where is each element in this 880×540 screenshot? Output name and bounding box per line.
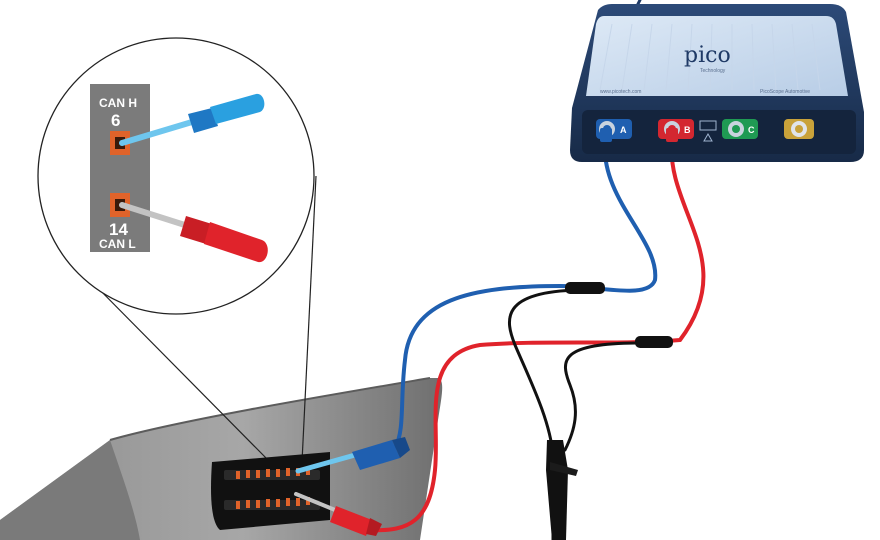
red-backprobe-at-connector [294, 492, 382, 536]
scope-left-print: www.picotech.com [600, 89, 641, 95]
red-probe-plug [666, 128, 678, 142]
scope-right-print: PicoScope Automotive [760, 89, 810, 95]
blue-probe-cable [393, 138, 658, 450]
ground-crocodile-clip [546, 440, 578, 540]
dashboard-panel [0, 377, 443, 540]
blue-probe-plug [600, 128, 612, 142]
channel-b-label: B [684, 125, 691, 135]
callout-leader-lines [87, 175, 317, 463]
channel-c-bnc-connector: C [722, 119, 758, 139]
blue-backprobe-at-connector [295, 437, 410, 474]
can-l-pin-number: 14 [109, 220, 128, 239]
black-ground-lead-a [508, 288, 580, 540]
warning-symbols [699, 120, 717, 142]
pico-logo-text: pico [684, 43, 731, 68]
red-cable-ferrule [635, 336, 673, 348]
picoscope-unit: pico Technology www.picotech.com PicoSco… [570, 4, 864, 162]
channel-c-label: C [748, 125, 755, 135]
blue-cable-ferrule [565, 282, 605, 294]
scope-cables [368, 0, 706, 540]
can-h-label: CAN H [99, 96, 137, 110]
can-h-pin-number: 6 [111, 111, 120, 130]
scope-panel-texture [599, 23, 821, 91]
connector-closeup-block [90, 84, 150, 252]
obd-connector [211, 452, 330, 530]
channel-a-label: A [620, 125, 627, 135]
can-l-label: CAN L [99, 237, 136, 251]
pico-logo-subtext: Technology [700, 68, 726, 74]
black-ground-lead-b [563, 341, 642, 452]
pin-callout-magnifier: CAN H 6 14 CAN L [37, 37, 315, 315]
blue-backprobe-closeup [119, 93, 265, 146]
red-backprobe-closeup [119, 202, 268, 263]
red-probe-cable [368, 138, 706, 533]
channel-d-bnc-connector [784, 119, 814, 139]
